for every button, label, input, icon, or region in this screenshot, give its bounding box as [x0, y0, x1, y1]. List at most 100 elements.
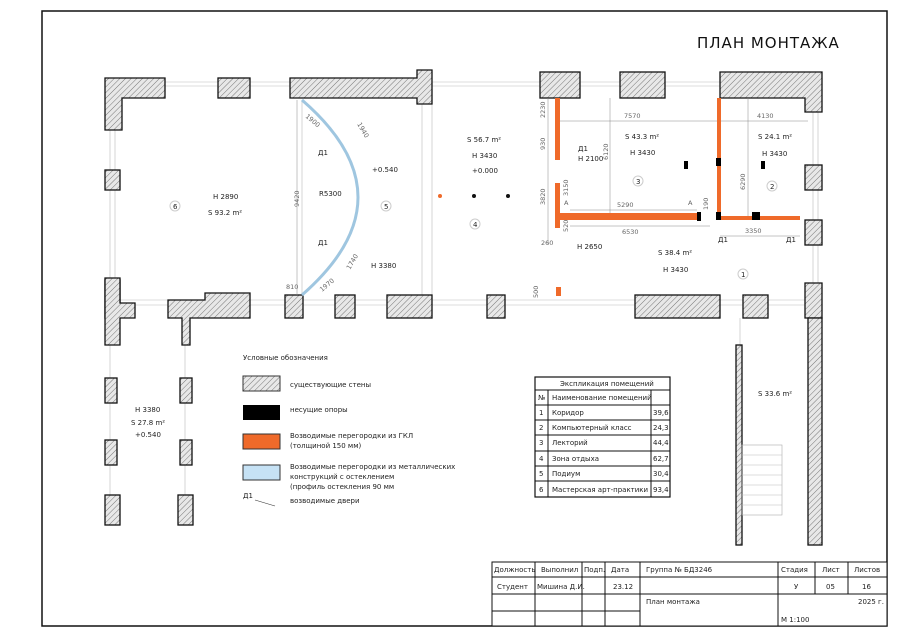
- label: Группа № БД3246: [646, 566, 713, 574]
- lower-left-room-labels: Н 3380 S 27.8 m² +0.540: [131, 406, 165, 439]
- label: 9420: [293, 190, 301, 207]
- label: 3150: [562, 179, 570, 196]
- label: 5: [539, 470, 543, 478]
- label: Подп.: [584, 566, 605, 574]
- label: +0.540: [135, 431, 161, 439]
- label: 4130: [757, 112, 774, 120]
- label: H 3430: [630, 149, 655, 157]
- label: +0.000: [472, 167, 498, 175]
- label: Д1: [578, 145, 588, 153]
- label: +0.540: [372, 166, 398, 174]
- label: Компьютерный класс: [552, 424, 632, 432]
- label: Наименование помещений: [552, 394, 652, 402]
- label: Возводимые перегородки из ГКЛ: [290, 432, 413, 440]
- label: 1: [539, 409, 543, 417]
- label: 810: [286, 283, 298, 291]
- label: 6120: [602, 143, 610, 160]
- label: 190: [702, 198, 710, 210]
- supports: [684, 158, 765, 221]
- label: H 2890: [213, 193, 238, 201]
- label: 6: [539, 486, 544, 494]
- label: Выполнил: [541, 566, 578, 574]
- label: конструкций с остеклением: [290, 473, 394, 481]
- label: 3: [636, 178, 640, 186]
- label: М 1:100: [781, 616, 809, 624]
- label: 16: [862, 583, 871, 591]
- label: Н 3380: [371, 262, 396, 270]
- label: S 43.3 m²: [625, 133, 659, 141]
- label: S 56.7 m²: [467, 136, 501, 144]
- existing-walls: [104, 69, 823, 546]
- label: 62,7: [653, 455, 669, 463]
- legend-swatch-walls: [242, 375, 281, 392]
- explication-table: Экспликация помещений № Наименование пом…: [534, 376, 671, 498]
- label: Д1: [318, 239, 328, 247]
- label: 05: [826, 583, 835, 591]
- label: 3350: [745, 227, 762, 235]
- label: 1940: [355, 121, 370, 139]
- label: Возводимые перегородки из металлических: [290, 463, 455, 471]
- label: Коридор: [552, 409, 584, 417]
- label: (толщиной 150 мм): [290, 442, 361, 450]
- label: 7570: [624, 112, 641, 120]
- dimension-labels: 2230 7570 4130 930 6120 6290 3820 3150 5…: [286, 101, 796, 298]
- title-block: Должность Выполнил Подп. Дата Студент Ми…: [491, 561, 888, 627]
- label: 5290: [617, 201, 634, 209]
- label: Мишина Д.И.: [537, 583, 585, 591]
- label: А: [564, 199, 569, 207]
- drawing-title: ПЛАН МОНТАЖА: [697, 34, 840, 52]
- label: Лекторий: [552, 439, 588, 447]
- label: 260: [541, 239, 553, 247]
- label: Экспликация помещений: [560, 380, 654, 388]
- label: Д1: [318, 149, 328, 157]
- label: 1970: [318, 277, 336, 294]
- label: 6530: [622, 228, 639, 236]
- label: Мастерская арт-практики: [552, 486, 648, 494]
- label: Подиум: [552, 470, 580, 478]
- label: H 3430: [472, 152, 497, 160]
- label: 6: [173, 203, 178, 211]
- label: S 24.1 m²: [758, 133, 792, 141]
- room-4-labels: S 56.7 m² H 3430 +0.000 4: [467, 136, 501, 230]
- label: 6290: [739, 173, 747, 190]
- label: S 38.4 m²: [658, 249, 692, 257]
- label: 500: [532, 286, 540, 298]
- label: (профиль остекления 90 мм: [290, 483, 394, 491]
- label: несущие опоры: [290, 406, 348, 414]
- label: Н 2650: [577, 243, 602, 251]
- label: №: [538, 394, 545, 402]
- label: Должность: [494, 566, 535, 574]
- label: 1740: [345, 253, 360, 271]
- label: S 93.2 m²: [208, 209, 242, 217]
- label: Условные обозначения: [243, 354, 328, 362]
- label: Дата: [611, 566, 629, 574]
- label: 520: [562, 220, 570, 232]
- label: 23.12: [613, 583, 633, 591]
- stair: [741, 444, 783, 516]
- label: 44,4: [653, 439, 669, 447]
- label: Листов: [854, 566, 880, 574]
- room-2-labels: S 24.1 m² H 3430 2: [758, 133, 792, 192]
- label: План монтажа: [646, 598, 700, 606]
- label: 2025 г.: [858, 598, 884, 606]
- label: 2: [539, 424, 543, 432]
- label: H 3430: [762, 150, 787, 158]
- label: 2: [770, 183, 774, 191]
- door-symbol-line: [254, 499, 276, 507]
- label: R5300: [319, 190, 342, 198]
- label: 1: [741, 271, 745, 279]
- label: H 3430: [663, 266, 688, 274]
- lower-right-room-area: S 33.6 m²: [758, 390, 792, 398]
- label: 930: [539, 138, 547, 150]
- label: 4: [473, 221, 478, 229]
- label: 39,6: [653, 409, 669, 417]
- label: существующие стены: [290, 381, 371, 389]
- room-3-labels: S 43.3 m² H 3430 3: [625, 133, 659, 187]
- label: S 27.8 m²: [131, 419, 165, 427]
